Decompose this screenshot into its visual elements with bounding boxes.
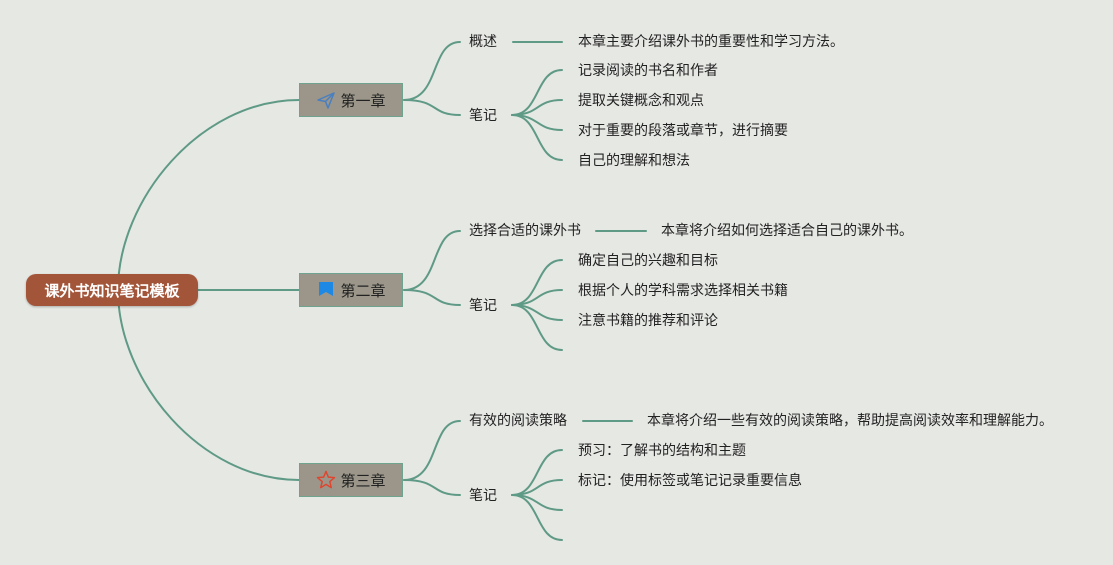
chapter-3-title: 第三章 — [340, 471, 386, 490]
chapter-3-notes-label[interactable]: 笔记 — [469, 488, 497, 504]
paper-plane-icon — [316, 90, 336, 110]
chapter-2-node[interactable]: 第二章 — [299, 273, 403, 307]
chapter-3-note-item[interactable]: 标记：使用标签或笔记记录重要信息 — [578, 473, 802, 489]
chapter-2-intro-text[interactable]: 本章将介绍如何选择适合自己的课外书。 — [661, 223, 913, 239]
link-root-chapter-3 — [117, 289, 300, 481]
chapter-1-node[interactable]: 第一章 — [299, 83, 403, 117]
chapter-1-intro-text[interactable]: 本章主要介绍课外书的重要性和学习方法。 — [578, 34, 844, 50]
chapter-1-note-item[interactable]: 提取关键概念和观点 — [578, 93, 704, 109]
chapter-3-node[interactable]: 第三章 — [299, 463, 403, 497]
chapter-2-notes-label[interactable]: 笔记 — [469, 298, 497, 314]
chapter-1-note-item[interactable]: 记录阅读的书名和作者 — [578, 63, 718, 79]
link-chapter-1-notes — [403, 99, 461, 116]
chapter-2-title: 第二章 — [340, 281, 386, 300]
link-root-chapter-1 — [117, 99, 300, 291]
link-chapter-1-note-item — [511, 114, 563, 161]
link-chapter-3-note-item — [511, 449, 563, 496]
root-node[interactable]: 课外书知识笔记模板 — [26, 274, 198, 306]
chapter-1-note-item[interactable]: 自己的理解和想法 — [578, 153, 690, 169]
link-chapter-2-note-item — [511, 259, 563, 306]
chapter-1-intro-label[interactable]: 概述 — [469, 34, 497, 50]
link-chapter-3-notes — [403, 479, 461, 496]
link-chapter-1-intro — [403, 41, 461, 101]
link-chapter-2-intro — [403, 230, 461, 291]
chapter-1-note-item[interactable]: 对于重要的段落或章节，进行摘要 — [578, 123, 788, 139]
chapter-3-intro-text[interactable]: 本章将介绍一些有效的阅读策略，帮助提高阅读效率和理解能力。 — [647, 413, 1053, 429]
star-icon — [316, 470, 336, 490]
link-chapter-3-intro — [403, 420, 461, 481]
link-chapter-2-notes — [403, 289, 461, 306]
chapter-1-notes-label[interactable]: 笔记 — [469, 108, 497, 124]
chapter-2-note-item[interactable]: 注意书籍的推荐和评论 — [578, 313, 718, 329]
link-chapter-2-note-item — [511, 304, 563, 351]
chapter-3-intro-label[interactable]: 有效的阅读策略 — [469, 413, 567, 429]
flag-icon — [316, 280, 336, 300]
chapter-1-title: 第一章 — [340, 91, 386, 110]
chapter-2-intro-label[interactable]: 选择合适的课外书 — [469, 223, 581, 239]
link-chapter-3-note-item — [511, 494, 563, 541]
chapter-2-note-item[interactable]: 确定自己的兴趣和目标 — [578, 253, 718, 269]
chapter-2-note-item[interactable]: 根据个人的学科需求选择相关书籍 — [578, 283, 788, 299]
chapter-3-note-item[interactable]: 预习：了解书的结构和主题 — [578, 443, 746, 459]
link-chapter-1-note-item — [511, 69, 563, 116]
